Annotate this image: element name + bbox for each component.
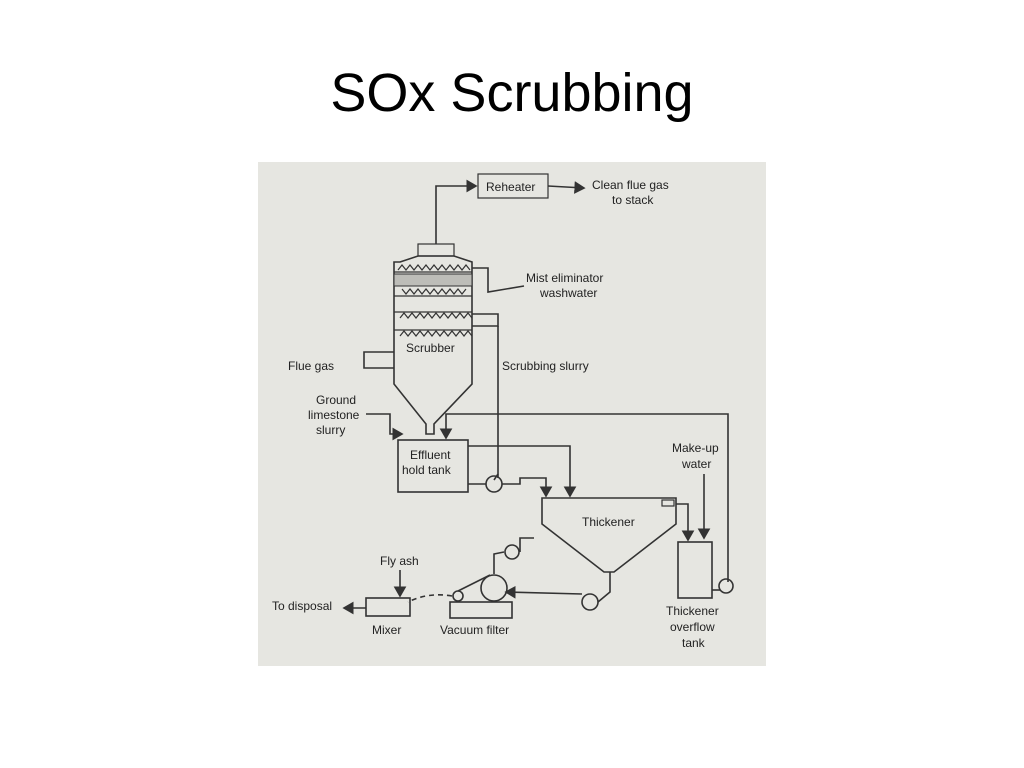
ground-label-2: limestone — [308, 408, 360, 422]
spray-nozzles-4 — [399, 330, 473, 337]
ground-label-3: slurry — [316, 423, 345, 437]
vacuum-filter-label: Vacuum filter — [440, 623, 509, 637]
flue-gas-label: Flue gas — [288, 359, 334, 373]
overflow-label-1: Thickener — [666, 604, 719, 618]
process-flow-diagram: Reheater Clean flue gas to stack Scrubbe… — [258, 162, 766, 666]
underflow-to-filter-line — [504, 585, 583, 599]
to-disposal-label: To disposal — [272, 599, 332, 613]
overflow-label-2: overflow — [670, 620, 715, 634]
mist-eliminator-label-2: washwater — [539, 286, 597, 300]
filtrate-line — [493, 551, 505, 574]
overflow-label-3: tank — [682, 636, 706, 650]
thickener-weir — [661, 499, 675, 507]
filter-belt — [457, 574, 491, 592]
thickener-overflow-tank — [677, 541, 713, 599]
pump-to-thickener-line — [502, 477, 553, 498]
filtrate-pump — [504, 544, 520, 560]
clean-flue-gas-label-2: to stack — [612, 193, 654, 207]
thickener-label: Thickener — [582, 515, 635, 529]
effluent-to-thickener-line — [468, 445, 577, 498]
effluent-label-2: hold tank — [402, 463, 452, 477]
thickener-vessel — [541, 497, 677, 573]
thickener-underflow-line — [597, 572, 611, 603]
ground-label-1: Ground — [316, 393, 356, 407]
filter-cake-conveyor — [407, 594, 453, 603]
makeup-label-2: water — [681, 457, 711, 471]
overflow-pump — [718, 578, 734, 594]
mist-eliminator-label-1: Mist eliminator — [526, 271, 603, 285]
effluent-hold-tank — [397, 439, 469, 493]
flue-gas-inlet — [363, 351, 394, 369]
reheater-to-stack-line — [547, 181, 586, 194]
fly-ash-label: Fly ash — [380, 554, 419, 568]
spray-nozzles-1 — [397, 264, 471, 271]
mixer-box — [365, 597, 411, 617]
slurry-return-line — [472, 313, 499, 327]
overflow-recycle-line — [439, 413, 729, 582]
scrubbing-slurry-label: Scrubbing slurry — [502, 359, 589, 373]
vacuum-filter-base — [449, 601, 513, 619]
underflow-pump — [581, 593, 599, 611]
slide-title: SOx Scrubbing — [330, 63, 694, 123]
effluent-label-1: Effluent — [410, 448, 451, 462]
limestone-feed-line — [366, 413, 404, 441]
makeup-label-1: Make-up — [672, 441, 719, 455]
washwater-line — [472, 267, 525, 293]
spray-nozzles-3 — [399, 312, 473, 319]
scrubber-shell — [393, 255, 473, 435]
vacuum-filter-drum — [480, 574, 508, 602]
clean-flue-gas-label-1: Clean flue gas — [592, 178, 669, 192]
gas-to-reheater-line — [435, 179, 478, 244]
filtrate-return-line — [519, 537, 534, 552]
thickener-overflow-line — [676, 503, 695, 542]
mixer-label: Mixer — [372, 623, 401, 637]
mist-eliminator-pack — [393, 273, 473, 287]
spray-nozzles-2 — [401, 288, 467, 295]
reheater-label: Reheater — [486, 180, 535, 194]
scrubber-label: Scrubber — [406, 341, 455, 355]
